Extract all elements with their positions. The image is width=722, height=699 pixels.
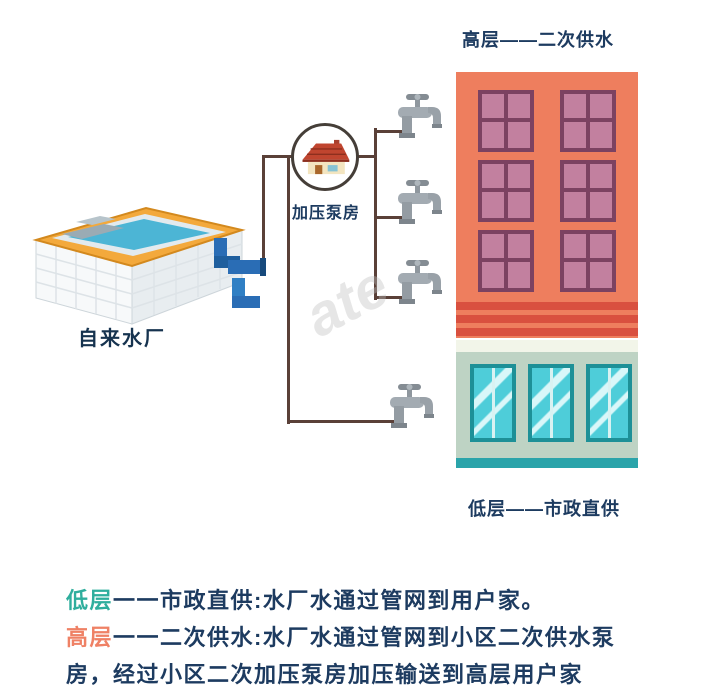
caption-line-low: 低层一一市政直供:水厂水通过管网到用户家。 xyxy=(66,582,615,619)
house-icon xyxy=(302,139,350,175)
caption-block: 低层一一市政直供:水厂水通过管网到用户家。 高层一一二次供水:水厂水通过管网到小… xyxy=(66,582,615,693)
pipe-direct-supply-stub xyxy=(287,420,404,423)
highrise-window xyxy=(560,90,616,152)
faucet-icon-3 xyxy=(398,260,442,304)
pump-house-circle xyxy=(291,123,359,191)
caption-text-low: 一一市政直供:水厂水通过管网到用户家。 xyxy=(113,588,545,613)
facade-stripe xyxy=(456,315,638,323)
label-lowrise-supply: 低层——市政直供 xyxy=(468,499,620,519)
lowrise-window xyxy=(586,364,632,442)
highrise-window xyxy=(478,160,534,222)
faucet-icon-2 xyxy=(398,180,442,224)
highrise-window xyxy=(478,90,534,152)
caption-term-high: 高层 xyxy=(66,625,114,650)
pipe-pump-outlet xyxy=(358,155,377,158)
pipe-stub-faucet-2 xyxy=(374,216,410,219)
caption-line-high-cont: 房，经过小区二次加压泵房加压输送到高层用户家 xyxy=(66,662,584,687)
highrise-building xyxy=(456,72,638,338)
caption-term-low: 低层 xyxy=(66,588,114,613)
pipe-plant-riser xyxy=(262,155,265,267)
caption-text-high: 一一二次供水:水厂水通过管网到小区二次供水泵 xyxy=(113,625,616,650)
pipe-to-pump xyxy=(262,155,294,158)
faucet-icon-1 xyxy=(398,94,442,138)
label-water-plant: 自来水厂 xyxy=(78,328,166,350)
highrise-window xyxy=(560,230,616,292)
faucet-icon-4 xyxy=(390,384,434,428)
watermark: ate xyxy=(294,253,400,350)
highrise-window xyxy=(478,230,534,292)
pipe-direct-supply-vertical xyxy=(287,155,290,424)
caption-line-high: 高层一一二次供水:水厂水通过管网到小区二次供水泵 xyxy=(66,619,615,656)
water-plant-illustration xyxy=(32,206,266,325)
facade-stripe xyxy=(456,328,638,336)
highrise-window xyxy=(560,160,616,222)
lowrise-window xyxy=(528,364,574,442)
pipe-stub-faucet-3 xyxy=(374,296,410,299)
label-highrise-supply: 高层——二次供水 xyxy=(462,30,614,50)
pipe-highrise-riser xyxy=(374,128,377,300)
facade-stripe xyxy=(456,302,638,310)
lowrise-building xyxy=(456,340,638,468)
pipe-stub-faucet-1 xyxy=(374,130,410,133)
label-pump-house: 加压泵房 xyxy=(292,205,361,222)
lowrise-window xyxy=(470,364,516,442)
